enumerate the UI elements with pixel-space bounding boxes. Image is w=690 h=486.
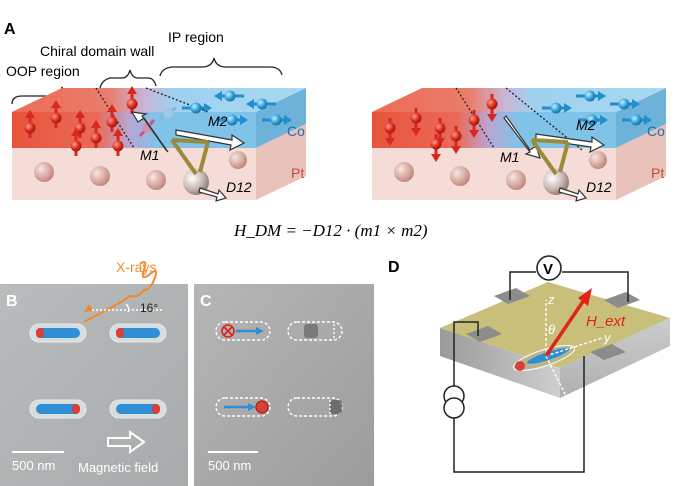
panel-b-image — [0, 284, 188, 486]
bond-line — [198, 141, 210, 173]
slab-right: M1 M2 D12 Co Pt — [372, 87, 666, 202]
hext-arrow — [544, 299, 586, 357]
pt-label: Pt — [291, 165, 304, 181]
into-page-icon — [221, 324, 235, 338]
contrast-spot — [330, 400, 342, 414]
bond-line — [171, 138, 209, 144]
d12-arrow — [198, 187, 228, 202]
strip-outline — [287, 321, 343, 341]
ip-region-label: IP region — [168, 29, 224, 45]
block-left-face — [440, 328, 560, 398]
strip-outline — [215, 321, 271, 341]
field-label: Magnetic field — [78, 460, 158, 475]
pt-atom — [146, 170, 166, 190]
scale-label-c: 500 nm — [208, 458, 251, 473]
circuit-wire — [453, 321, 479, 386]
slab-left: M1 M2 D12 Co Pt — [12, 86, 306, 202]
contact-pad — [604, 292, 640, 308]
angle-label: 16° — [140, 301, 158, 315]
nanostrip — [29, 323, 87, 343]
panel-a: A OOP region Chiral domain wall IP regio… — [4, 21, 666, 240]
oop-region-label: OOP region — [6, 63, 80, 79]
scale-label-d: 500 nm — [620, 404, 663, 419]
wall-boundary-right — [145, 87, 209, 113]
contact-pad — [590, 344, 626, 360]
co-label-right: Co — [647, 123, 665, 139]
out-of-page-icon — [255, 400, 269, 414]
panel-c-image — [194, 284, 374, 486]
nanostrip — [109, 323, 167, 343]
angle-arc — [125, 303, 130, 313]
m1-label-right: M1 — [500, 149, 519, 165]
panel-a-letter: A — [4, 21, 16, 38]
contrast-spot — [304, 324, 318, 338]
contact-pad — [466, 326, 502, 342]
voltmeter-label: V — [543, 261, 553, 278]
xray-beam — [83, 261, 158, 323]
circuit-wire — [509, 271, 536, 300]
x-axis — [545, 355, 569, 401]
ip-brace — [159, 57, 283, 77]
field-arrow-icon — [107, 430, 146, 454]
dmi-equation: H_DM = −D12 · (m1 × m2) — [233, 221, 428, 240]
pt-label-right: Pt — [651, 165, 664, 181]
x-axis-label: x — [563, 392, 571, 407]
m1-arrow — [130, 111, 169, 153]
oop-spins — [24, 86, 138, 156]
pt-atom — [90, 166, 110, 186]
m2-label: M2 — [208, 113, 228, 129]
m2-arrow — [175, 129, 246, 152]
d12-label: D12 — [226, 179, 252, 195]
panel-c: C 500 nm — [194, 284, 374, 486]
m1-label: M1 — [140, 147, 159, 163]
chiral-domain-wall-label: Chiral domain wall — [40, 43, 154, 59]
contact-pad — [494, 288, 530, 304]
ip-spins — [182, 90, 292, 126]
xrays-label: X-rays — [116, 259, 156, 275]
nanostrip — [29, 399, 87, 419]
hext-label: H_ext — [586, 313, 626, 330]
moment-arrows — [130, 111, 246, 202]
panel-c-letter: C — [200, 293, 212, 310]
m2-label-right: M2 — [576, 117, 596, 133]
y-axis-label: y — [603, 330, 612, 345]
panel-b-letter: B — [6, 293, 18, 310]
nanostrip — [109, 399, 167, 419]
pt-layer-side — [256, 124, 306, 200]
z-axis-label: z — [547, 292, 555, 307]
chiral-brace — [99, 69, 157, 89]
xray-arrowhead — [84, 304, 94, 312]
scale-label-b: 500 nm — [12, 458, 55, 473]
strip-red-domain — [515, 361, 525, 371]
voltmeter-icon — [536, 255, 562, 281]
bond-line — [170, 138, 198, 176]
panel-d: D z y x θ H_ext V — [388, 255, 670, 473]
strip-outline — [215, 397, 271, 417]
circuit-wire — [562, 271, 629, 302]
panel-b: B X-rays 16° 500 nm — [0, 259, 188, 486]
co-label: Co — [287, 123, 305, 139]
pt-atom — [229, 151, 247, 169]
into-page-cross — [223, 326, 233, 336]
panel-d-letter: D — [388, 259, 400, 276]
pt-atom — [34, 162, 54, 182]
current-source-icon — [443, 385, 465, 419]
hext-arrowhead — [578, 288, 592, 306]
circuit-wire — [453, 356, 585, 473]
theta-label: θ — [548, 322, 555, 337]
d12-label-right: D12 — [586, 179, 612, 195]
